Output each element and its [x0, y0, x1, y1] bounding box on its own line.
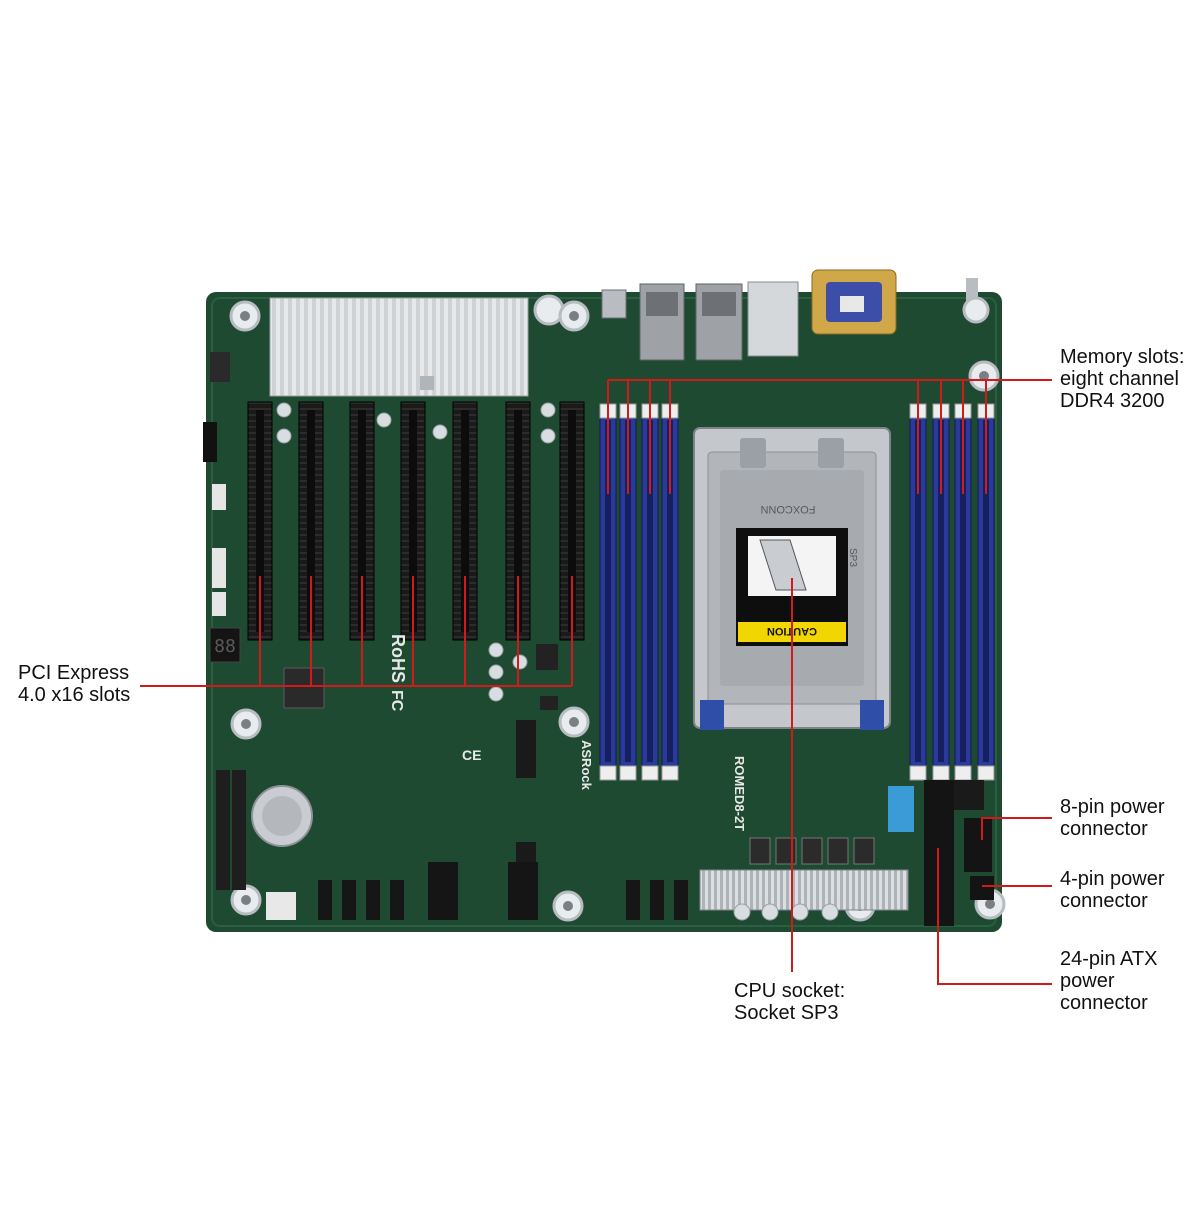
- usb-port: [601, 289, 627, 319]
- power-4pin-callout: 4-pin power connector: [1060, 868, 1165, 912]
- sata-connectors: [318, 880, 688, 920]
- cpu-callout: CPU socket: Socket SP3: [734, 980, 846, 1024]
- chipset-heatsink: [269, 297, 529, 397]
- rohs-logo: RoHS: [388, 634, 408, 683]
- socket-type-label: SP3: [847, 548, 858, 567]
- memory-callout: Memory slots: eight channel DDR4 3200: [1060, 346, 1185, 412]
- power-8pin-connector: [964, 818, 992, 872]
- ce-logo: CE: [462, 747, 481, 763]
- power-8pin-callout: 8-pin power connector: [1060, 796, 1165, 840]
- pcie-callout: PCI Express 4.0 x16 slots: [18, 662, 131, 706]
- vrm-chokes: [749, 837, 875, 865]
- atx-24pin-callout: 24-pin ATX power connector: [1060, 948, 1158, 1014]
- battery-cmos: [251, 785, 313, 847]
- brand-label: ASRock: [579, 740, 594, 791]
- svg-text:88: 88: [214, 636, 236, 657]
- fc-logo: FC: [388, 690, 405, 712]
- model-label: ROMED8-2T: [732, 756, 747, 831]
- power-4pin-connector: [970, 876, 994, 900]
- slimsas-connectors: [428, 862, 538, 920]
- bmc-chip: [283, 667, 325, 709]
- debug-led-display: 88: [209, 627, 241, 663]
- m2-slot-1: [516, 720, 536, 778]
- vga-port: [747, 281, 799, 357]
- vrm-heatsink: [699, 869, 909, 911]
- dimm-slots: [599, 403, 995, 781]
- socket-vendor-label: FOXCONN: [760, 503, 815, 515]
- callout-lines: [140, 379, 1052, 985]
